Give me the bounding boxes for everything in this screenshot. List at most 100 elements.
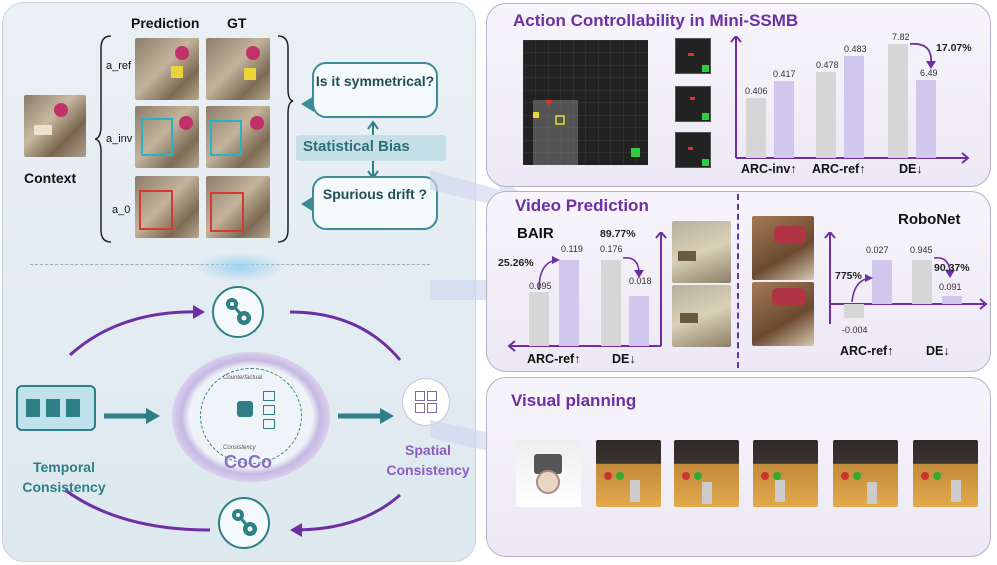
spatial-label: Spatial Consistency [386, 442, 470, 478]
cycle-arrows [64, 305, 402, 537]
right-brace [277, 35, 294, 243]
bar-de-ours [916, 80, 936, 158]
bair-val-de-ours: 0.018 [629, 276, 652, 286]
planning-step-4 [833, 440, 898, 507]
robonet-val-de-ours: 0.091 [939, 282, 962, 292]
robonet-image-2 [752, 282, 814, 346]
planning-title: Visual planning [511, 391, 637, 410]
coco-core: Counterfactual Consistency [200, 368, 302, 464]
grid-icon-b [427, 391, 437, 401]
robonet-chart [824, 232, 988, 324]
bair-label: BAIR [517, 225, 554, 242]
coco-ring-bottom: Consistency [223, 445, 256, 451]
bair-val-arc-base: 0.095 [529, 281, 552, 291]
robonet-label: RoboNet [898, 211, 961, 228]
gridworld-thumb-3 [675, 132, 711, 168]
gt-header: GT [227, 15, 247, 31]
action-title: Action Controllability in Mini-SSMB [513, 11, 799, 30]
robonet-bar-arc-ours [872, 260, 892, 304]
val-arc-inv-ours: 0.417 [773, 69, 796, 79]
bair-x-de: DE↓ [612, 352, 636, 366]
statistical-bias-label: Statistical Bias [303, 138, 410, 155]
planning-step-2 [674, 440, 739, 507]
left-brace [95, 35, 112, 243]
row-label-zero: a_0 [112, 204, 131, 216]
bair-image-1 [672, 221, 731, 283]
action-x-arc-ref: ARC-ref↑ [812, 162, 866, 176]
gridworld-thumb-2 [675, 86, 711, 122]
film-strip-icon [16, 385, 96, 431]
bair-pct-de: 89.77% [600, 228, 636, 240]
pred-zero-image [135, 176, 199, 238]
video-divider [737, 194, 739, 368]
spatial-node [402, 378, 450, 426]
robonet-val-de-base: 0.945 [910, 245, 933, 255]
bair-pct-arc: 25.26% [498, 257, 534, 269]
gt-inv-image [206, 106, 270, 168]
coco-label: CoCo [224, 452, 272, 472]
planning-step-5 [913, 440, 978, 507]
action-x-arc-inv: ARC-inv↑ [741, 162, 797, 176]
bair-val-arc-ours: 0.119 [561, 244, 583, 254]
gridworld-main [523, 40, 648, 165]
bair-bar-arc-base [529, 292, 549, 346]
row-label-inv: a_inv [106, 133, 133, 145]
bair-bar-de-ours [629, 296, 649, 346]
coco-frame-icon-3 [263, 419, 275, 429]
robonet-x-arc: ARC-ref↑ [840, 344, 894, 358]
spurious-drift-bubble: Spurious drift ? [312, 176, 438, 230]
bair-val-de-base: 0.176 [600, 244, 623, 254]
val-arc-ref-ours: 0.483 [844, 44, 867, 54]
bar-arc-inv-base [746, 98, 766, 158]
statistical-bias-box [296, 135, 446, 161]
bair-bar-arc-ours [559, 260, 579, 346]
robonet-bar-arc-base [844, 304, 864, 318]
val-de-ours: 6.49 [920, 68, 938, 78]
arrow-to-coco [104, 408, 160, 424]
bar-arc-ref-ours [844, 56, 864, 158]
context-image [24, 95, 86, 157]
symmetry-bubble: Is it symmetrical? [312, 62, 438, 118]
robot-link-icon [226, 298, 251, 325]
grid-icon-d [427, 403, 437, 413]
coco-ring-top: Counterfactual [223, 375, 263, 381]
video-title: Video Prediction [515, 196, 649, 215]
robonet-pct-de: 90.37% [934, 262, 970, 274]
bar-arc-ref-base [816, 72, 836, 158]
planning-goal-image [516, 440, 581, 507]
coco-model-icon [237, 401, 253, 417]
planning-step-1 [596, 440, 661, 507]
coco-frame-icon-1 [263, 391, 275, 401]
action-x-de: DE↓ [899, 162, 923, 176]
bair-chart [507, 232, 667, 352]
gt-zero-image [206, 176, 270, 238]
prediction-header: Prediction [131, 15, 200, 31]
gt-ref-image [206, 38, 270, 100]
robot-link-icon-2 [232, 509, 257, 536]
robonet-pct-arc: 775% [835, 270, 862, 282]
val-arc-inv-base: 0.406 [745, 86, 768, 96]
bair-x-arc: ARC-ref↑ [527, 352, 581, 366]
bair-image-2 [672, 285, 731, 347]
gridworld-thumb-1 [675, 38, 711, 74]
robonet-x-de: DE↓ [926, 344, 950, 358]
spurious-bubble-tail [301, 196, 314, 212]
robonet-val-arc-base: -0.004 [842, 325, 868, 335]
val-arc-ref-base: 0.478 [816, 60, 839, 70]
planning-step-3 [753, 440, 818, 507]
top-node [212, 286, 264, 338]
grid-icon-a [415, 391, 425, 401]
val-de-base: 7.82 [892, 32, 910, 42]
gridworld-grid [523, 40, 648, 165]
pred-ref-image [135, 38, 199, 100]
robonet-bar-de-ours [942, 296, 962, 304]
action-pct: 17.07% [936, 42, 972, 54]
robonet-bar-de-base [912, 260, 932, 304]
grid-icon-c [415, 403, 425, 413]
pred-inv-image [135, 106, 199, 168]
bair-bar-de-base [601, 260, 621, 346]
symmetry-bubble-tail [301, 96, 314, 112]
temporal-label: Temporal Consistency [22, 459, 106, 495]
arrow-from-coco [338, 408, 394, 424]
row-label-ref: a_ref [106, 60, 132, 72]
